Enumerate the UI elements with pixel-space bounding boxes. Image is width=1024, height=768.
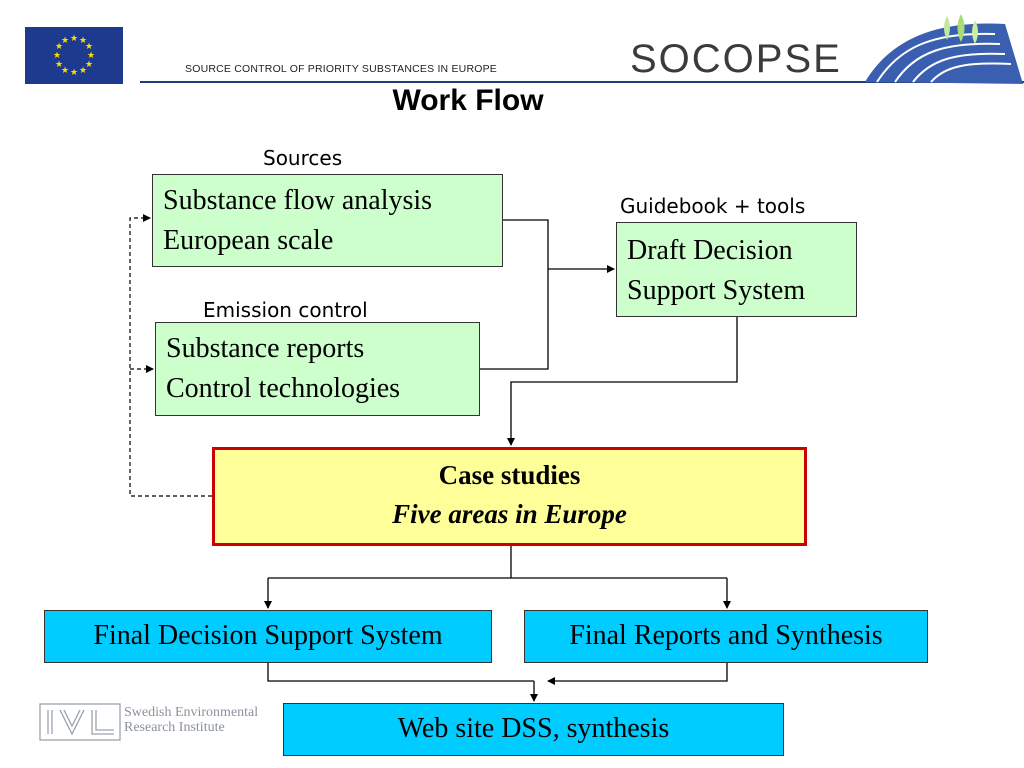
connector-final-dss-to-web [267, 663, 534, 682]
svg-text:★: ★ [61, 36, 69, 46]
arrow-final-reports-to-web [547, 663, 728, 685]
sfa-box: Substance flow analysis European scale [152, 174, 503, 267]
final-reports-box: Final Reports and Synthesis [524, 610, 928, 663]
institute-line2: Research Institute [124, 720, 225, 735]
institute-name: Swedish Environmental Research Institute [124, 705, 258, 735]
draft-dss-line1: Draft Decision [627, 235, 793, 266]
slide-title: Work Flow [392, 84, 544, 117]
socopse-wave-logo [855, 10, 1024, 84]
header-subtitle: SOURCE CONTROL OF PRIORITY SUBSTANCES IN… [185, 63, 497, 75]
guidebook-label: Guidebook + tools [620, 194, 806, 218]
brand-name: SOCOPSE [630, 37, 842, 81]
case-studies-subtitle: Five areas in Europe [392, 499, 627, 529]
institute-line1: Swedish Environmental [124, 705, 259, 720]
svg-text:★: ★ [70, 34, 78, 44]
draft-dss-box: Draft Decision Support System [616, 222, 857, 317]
eu-flag-logo: ★ ★ ★ ★ ★ ★ ★ ★ ★ ★ ★ ★ [25, 27, 123, 84]
svg-text:★: ★ [61, 66, 69, 76]
case-studies-title: Case studies [438, 460, 581, 490]
sfa-line1: Substance flow analysis [163, 185, 433, 216]
svg-text:★: ★ [53, 51, 61, 61]
svg-text:★: ★ [79, 66, 87, 76]
sources-label: Sources [263, 146, 343, 170]
svg-text:★: ★ [85, 60, 93, 70]
web-site-box: Web site DSS, synthesis [283, 703, 784, 756]
svg-text:★: ★ [55, 60, 63, 70]
sfa-line2: European scale [163, 225, 334, 256]
ivl-logo [38, 700, 283, 744]
draft-dss-line2: Support System [627, 275, 806, 306]
svg-text:★: ★ [70, 68, 78, 78]
reports-line2: Control technologies [166, 373, 401, 404]
emission-control-label: Emission control [203, 298, 368, 322]
svg-text:★: ★ [55, 42, 63, 52]
reports-line1: Substance reports [166, 333, 365, 364]
svg-text:★: ★ [79, 36, 87, 46]
final-dss-box: Final Decision Support System [44, 610, 492, 663]
reports-box: Substance reports Control technologies [155, 322, 480, 416]
svg-text:★: ★ [87, 51, 95, 61]
header-divider [140, 81, 1024, 83]
svg-text:★: ★ [85, 42, 93, 52]
case-studies-box: Case studies Five areas in Europe [212, 447, 807, 546]
arrow-draft-dss-to-case-studies [507, 317, 738, 446]
